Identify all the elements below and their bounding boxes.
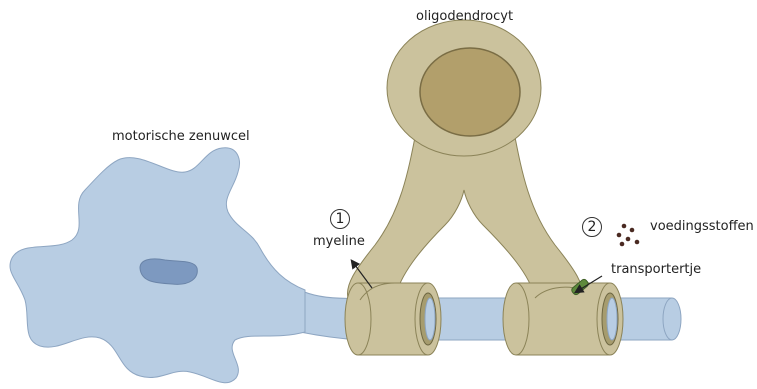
label-transporter: transportertje [611,262,701,278]
oligodendrocyte-nucleus [420,48,520,136]
marker-2: 2 [582,217,602,237]
label-oligodendrocyte: oligodendrocyt [416,9,513,25]
label-motor-neuron: motorische zenuwcel [112,129,250,145]
nutrient-particles [617,224,640,247]
myelin-sheath-right [503,283,623,355]
label-nutrients: voedingsstoffen [650,219,754,235]
oligodendrocyte [347,20,582,298]
myelin-sheath-left [345,283,441,355]
label-myelin: myeline [313,234,365,250]
motor-neuron-nucleus [140,259,197,284]
marker-1: 1 [330,209,350,229]
